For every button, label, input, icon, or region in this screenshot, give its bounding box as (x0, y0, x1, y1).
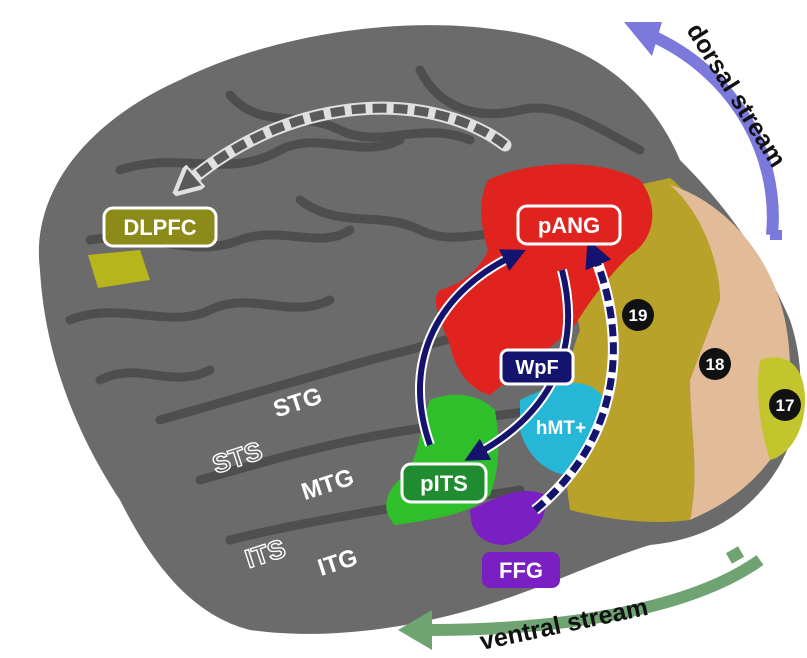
area-17-badge: 17 (769, 389, 801, 421)
area-18-label: 18 (706, 355, 725, 374)
ventral-stream-label: ventral stream (477, 593, 650, 656)
dlpfc-label-box: DLPFC (102, 206, 218, 248)
ffg-region (470, 490, 546, 545)
ffg-label: FFG (499, 558, 543, 583)
area-18-region (670, 185, 790, 520)
area-19-label: 19 (629, 306, 648, 325)
area-18-badge: 18 (699, 348, 731, 380)
wpf-label-box: WpF (499, 348, 575, 386)
frontal-feedback-arrow (185, 101, 512, 185)
dlpfc-region (88, 250, 150, 288)
wpf-label: WpF (515, 357, 558, 379)
dorsal-stream-arrow (624, 22, 782, 240)
pang-label-box: pANG (516, 204, 622, 246)
pang-label: pANG (538, 213, 600, 238)
hmt-label: hMT+ (536, 418, 586, 439)
connection-arrows (415, 239, 619, 515)
area-19-badge: 19 (622, 299, 654, 331)
ffg-label-box: FFG (482, 552, 560, 588)
pits-label: pITS (420, 471, 468, 496)
area-17-label: 17 (776, 396, 795, 415)
dorsal-stream-label: dorsal stream (681, 18, 792, 172)
ventral-stream-arrow (398, 546, 764, 650)
pits-label-box: pITS (400, 462, 488, 504)
dlpfc-label: DLPFC (123, 215, 196, 240)
